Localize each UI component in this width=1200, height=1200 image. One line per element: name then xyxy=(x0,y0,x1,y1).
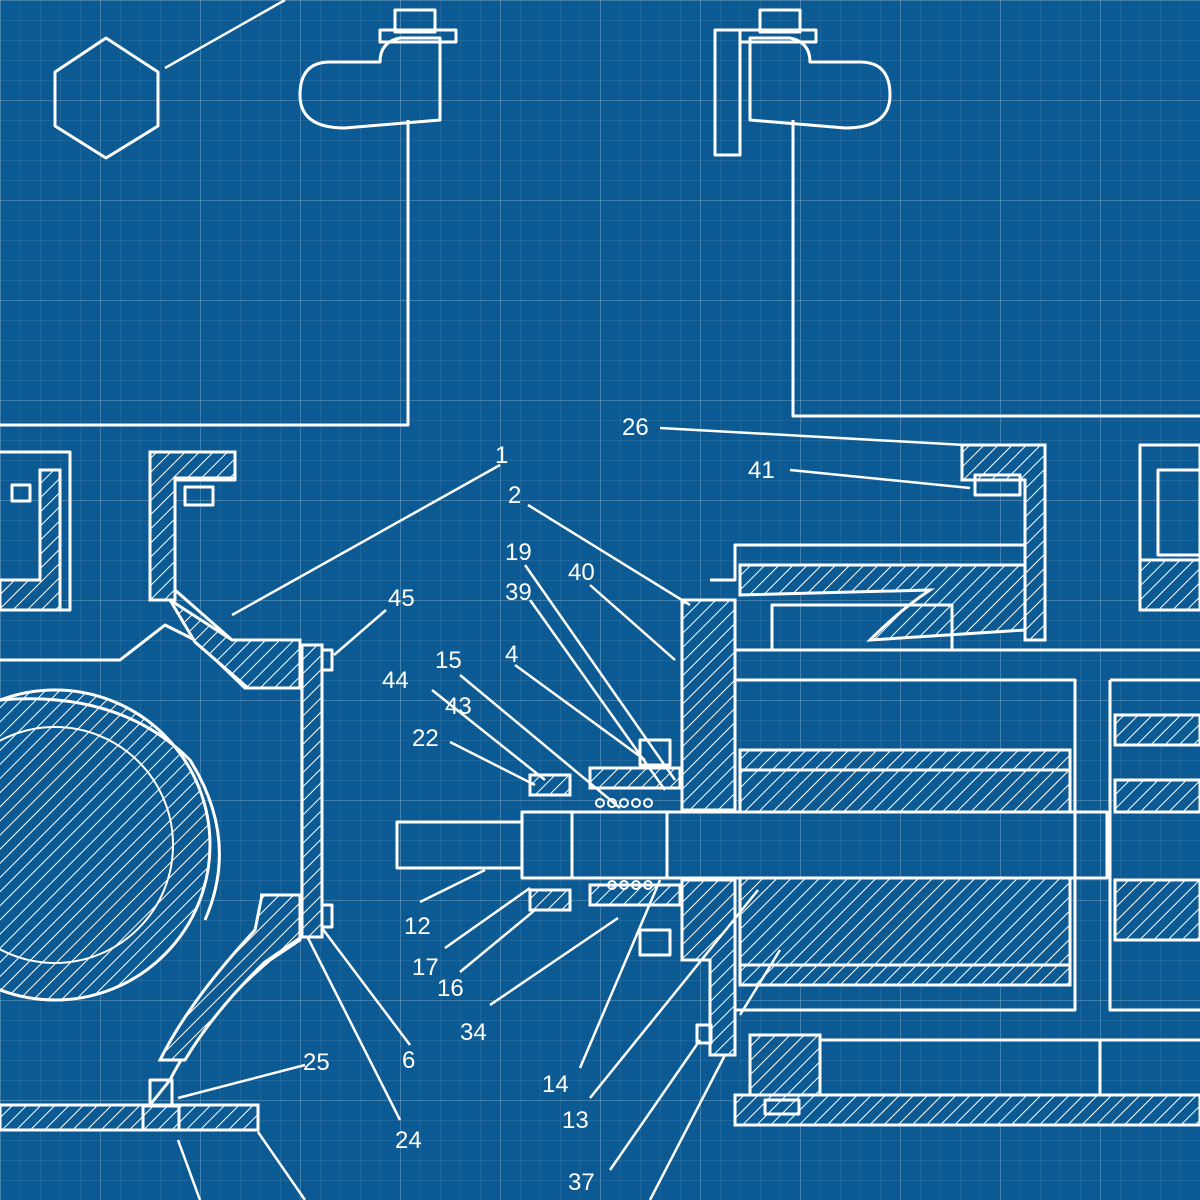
callout-26: 26 xyxy=(622,414,649,441)
callout-44: 44 xyxy=(382,667,409,694)
callout-39: 39 xyxy=(505,579,532,606)
callout-6: 6 xyxy=(402,1047,415,1074)
pump-body xyxy=(735,443,1200,1097)
volute-casing xyxy=(0,450,302,1106)
hex-nut-outline xyxy=(53,36,160,160)
callout-19: 19 xyxy=(505,539,532,566)
callout-2: 2 xyxy=(508,482,521,509)
callout-12: 12 xyxy=(404,913,431,940)
callout-13: 13 xyxy=(562,1107,589,1134)
callout-17: 17 xyxy=(412,954,439,981)
callout-15: 15 xyxy=(435,647,462,674)
callout-40: 40 xyxy=(568,559,595,586)
callout-4: 4 xyxy=(505,641,518,668)
callout-14: 14 xyxy=(542,1071,569,1098)
callout-41: 41 xyxy=(748,457,775,484)
right-elbow-pipe xyxy=(713,8,1200,418)
callout-45: 45 xyxy=(388,585,415,612)
cover-plate xyxy=(300,643,334,939)
callout-43: 43 xyxy=(445,693,472,720)
callout-16: 16 xyxy=(437,975,464,1002)
leader-lines xyxy=(164,0,971,1200)
callout-labels: 1 2 4 6 12 13 14 15 16 17 19 22 24 25 26… xyxy=(303,414,775,1196)
callout-1: 1 xyxy=(495,442,508,469)
callout-24: 24 xyxy=(395,1127,422,1154)
callout-37: 37 xyxy=(568,1169,595,1196)
base-plate xyxy=(0,1078,1200,1132)
callout-25: 25 xyxy=(303,1049,330,1076)
stuffing-box-housing xyxy=(680,543,1025,1057)
callout-34: 34 xyxy=(460,1019,487,1046)
left-elbow-pipe xyxy=(0,8,458,427)
callout-22: 22 xyxy=(412,725,439,752)
